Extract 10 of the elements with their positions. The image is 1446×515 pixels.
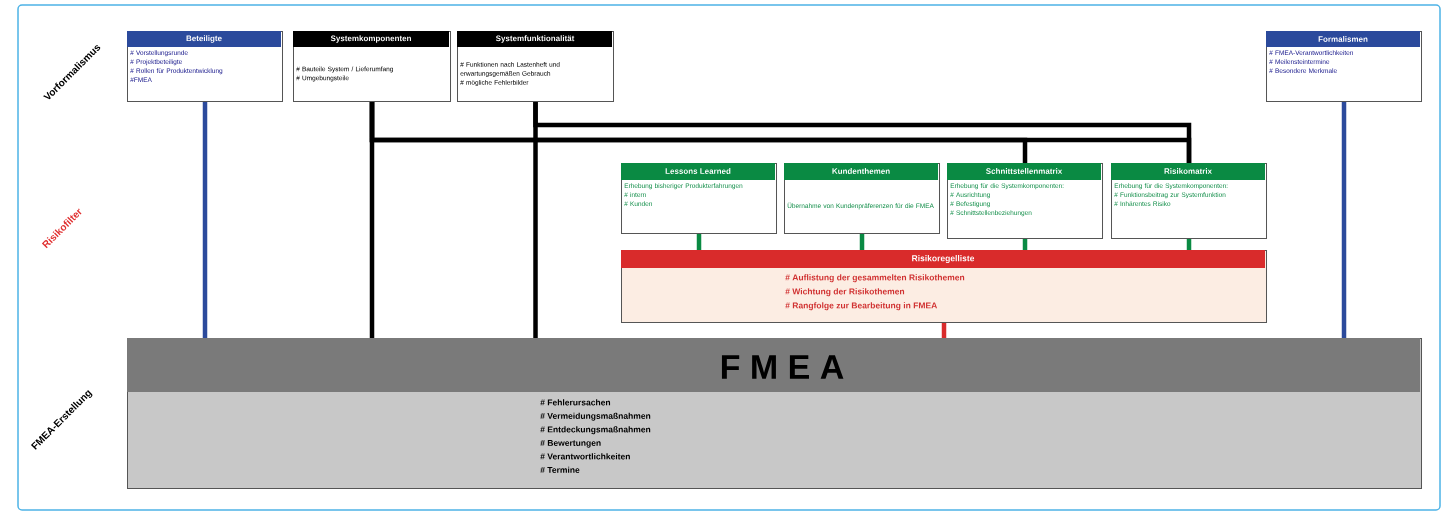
connector-line bbox=[533, 102, 1192, 163]
connector-line bbox=[941, 323, 947, 338]
connector-line bbox=[202, 102, 208, 338]
connector-line bbox=[696, 234, 702, 250]
fmea-block: F M E A # Fehlerursachen # Vermeidungsmaßnahmen # Entdeckungsmaßnahmen # Bewertungen # Verantwortlichkeiten # Termine bbox=[127, 338, 1422, 489]
list-box: Risikoregelliste # Auflistung der gesammelten Risikothemen # Wichtung der Risikothemen # Rangfolge zur Bearbeitung in FMEA bbox=[621, 250, 1267, 323]
connector-line bbox=[1186, 239, 1192, 250]
connector-line bbox=[1022, 239, 1028, 250]
connector-line bbox=[859, 234, 865, 250]
connector-line bbox=[1341, 102, 1347, 338]
